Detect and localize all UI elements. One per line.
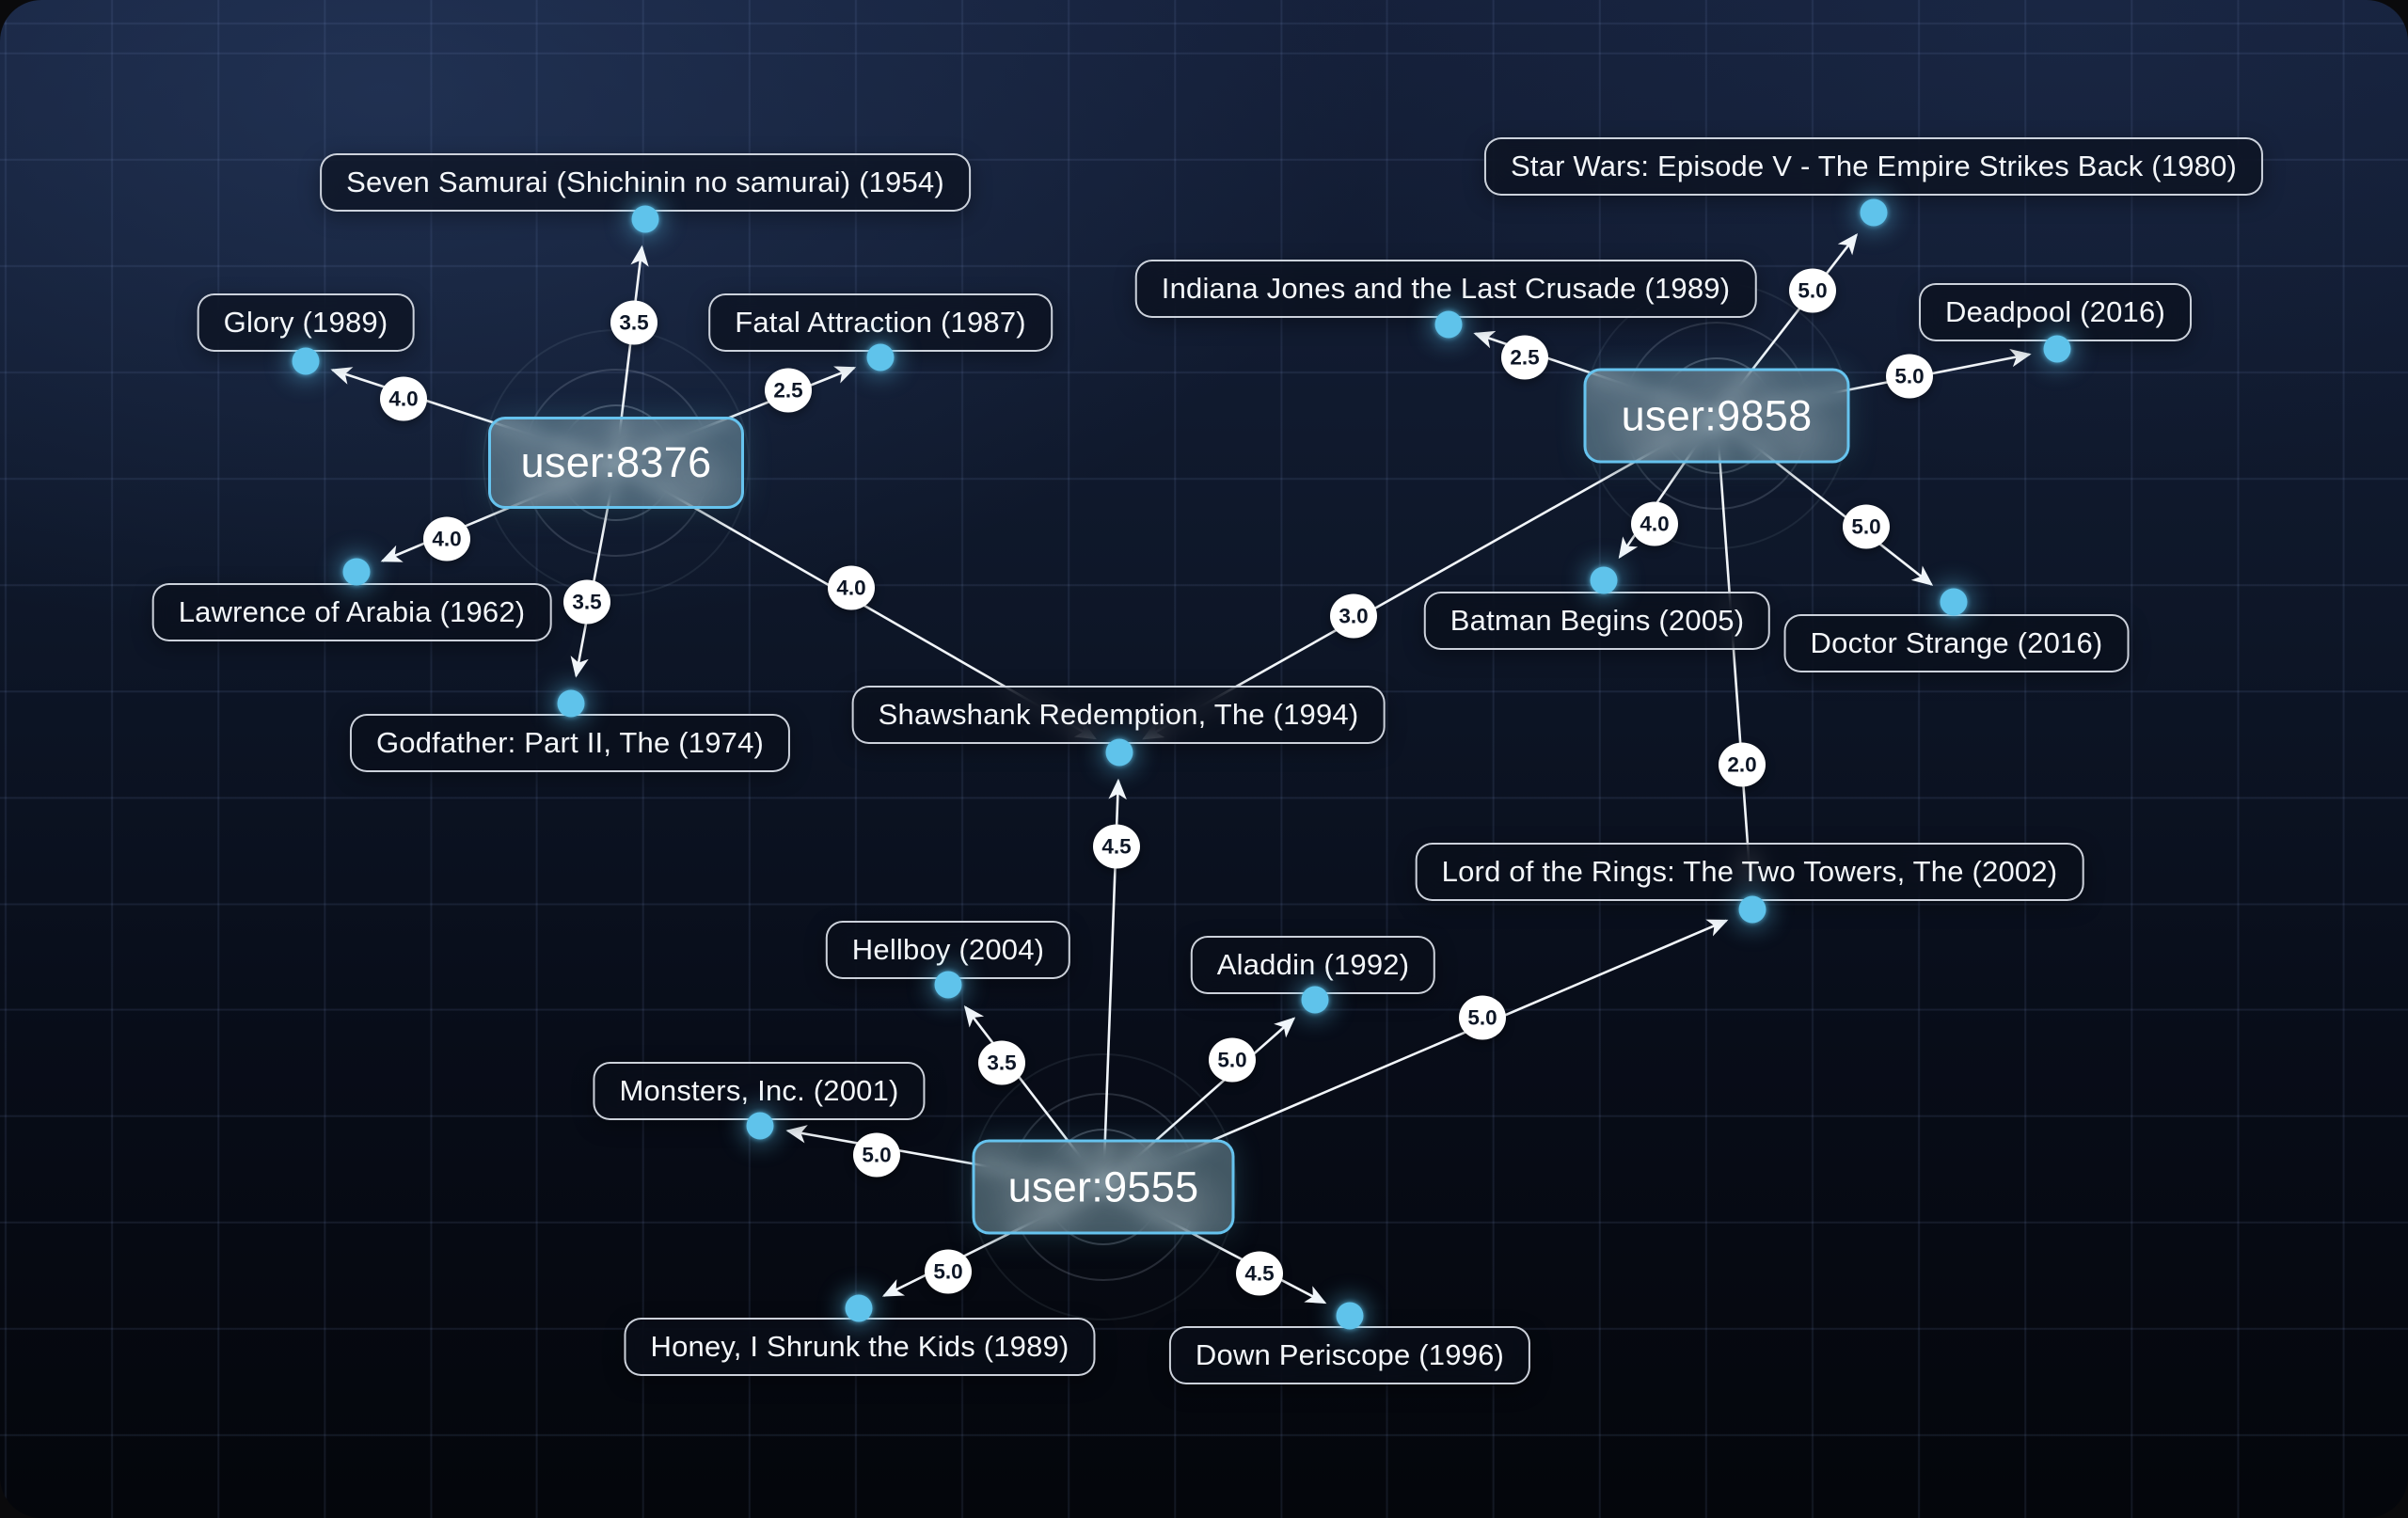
movie-node-lawrence-of-arabia[interactable] — [342, 558, 371, 586]
rated-edge-user-9858-shawshank-redemption — [1142, 414, 1718, 740]
movie-node-indiana-jones[interactable] — [1434, 310, 1463, 339]
rating-bubble-user-9858-doctor-strange[interactable]: 5.0 — [1843, 504, 1890, 549]
rating-bubble-user-9555-lotr-two-towers[interactable]: 5.0 — [1459, 995, 1506, 1040]
movie-node-down-periscope[interactable] — [1336, 1302, 1364, 1330]
movie-label-doctor-strange[interactable]: Doctor Strange (2016) — [1783, 614, 2130, 672]
user-node-user-8376[interactable]: user:8376 — [488, 417, 744, 509]
movie-label-shawshank-redemption[interactable]: Shawshank Redemption, The (1994) — [851, 686, 1386, 744]
movie-label-indiana-jones[interactable]: Indiana Jones and the Last Crusade (1989… — [1134, 260, 1757, 318]
rating-bubble-user-9555-shawshank-redemption[interactable]: 4.5 — [1093, 824, 1140, 869]
movie-label-down-periscope[interactable]: Down Periscope (1996) — [1168, 1326, 1531, 1384]
rating-bubble-user-9858-deadpool[interactable]: 5.0 — [1886, 354, 1933, 399]
user-node-label: user:9555 — [1007, 1162, 1199, 1210]
movie-node-doctor-strange[interactable] — [1940, 588, 1968, 616]
rating-bubble-user-8376-fatal-attraction[interactable]: 2.5 — [765, 368, 812, 413]
movie-node-hellboy[interactable] — [934, 971, 962, 999]
movie-label-hellboy[interactable]: Hellboy (2004) — [825, 921, 1071, 979]
rating-bubble-user-9555-monsters-inc[interactable]: 5.0 — [853, 1132, 900, 1178]
movie-node-aladdin[interactable] — [1301, 986, 1329, 1014]
rating-bubble-user-9555-honey-i-shrunk[interactable]: 5.0 — [925, 1249, 972, 1294]
movie-node-seven-samurai[interactable] — [631, 205, 659, 233]
movie-node-batman-begins[interactable] — [1590, 566, 1618, 594]
movie-node-star-wars-episode-v[interactable] — [1860, 198, 1888, 227]
rating-bubble-user-9555-hellboy[interactable]: 3.5 — [978, 1040, 1025, 1085]
rating-bubble-user-8376-seven-samurai[interactable]: 3.5 — [610, 300, 657, 345]
movie-node-monsters-inc[interactable] — [746, 1112, 774, 1140]
movie-label-lotr-two-towers[interactable]: Lord of the Rings: The Two Towers, The (… — [1415, 843, 2084, 901]
movie-label-lawrence-of-arabia[interactable]: Lawrence of Arabia (1962) — [151, 583, 552, 641]
movie-label-fatal-attraction[interactable]: Fatal Attraction (1987) — [708, 293, 1053, 352]
movie-label-star-wars-episode-v[interactable]: Star Wars: Episode V - The Empire Strike… — [1483, 137, 2264, 196]
rating-bubble-user-8376-glory[interactable]: 4.0 — [380, 376, 427, 421]
rating-bubble-user-9858-shawshank-redemption[interactable]: 3.0 — [1330, 593, 1377, 639]
movie-label-batman-begins[interactable]: Batman Begins (2005) — [1423, 592, 1771, 650]
movie-label-glory[interactable]: Glory (1989) — [197, 293, 415, 352]
movie-node-shawshank-redemption[interactable] — [1105, 738, 1133, 767]
rating-bubble-user-9555-aladdin[interactable]: 5.0 — [1209, 1037, 1256, 1083]
user-node-label: user:8376 — [520, 438, 712, 486]
user-node-user-9858[interactable]: user:9858 — [1583, 368, 1850, 464]
movie-label-aladdin[interactable]: Aladdin (1992) — [1190, 936, 1436, 994]
movie-node-glory[interactable] — [292, 347, 320, 375]
movie-label-deadpool[interactable]: Deadpool (2016) — [1919, 283, 2192, 341]
movie-node-honey-i-shrunk[interactable] — [845, 1294, 873, 1322]
movie-node-lotr-two-towers[interactable] — [1738, 895, 1766, 924]
rating-bubble-user-9858-star-wars-episode-v[interactable]: 5.0 — [1789, 268, 1836, 313]
rating-bubble-user-9858-batman-begins[interactable]: 4.0 — [1631, 501, 1678, 546]
movie-label-godfather-part-ii[interactable]: Godfather: Part II, The (1974) — [349, 714, 791, 772]
movie-node-deadpool[interactable] — [2043, 335, 2071, 363]
movie-label-seven-samurai[interactable]: Seven Samurai (Shichinin no samurai) (19… — [320, 153, 971, 212]
user-node-user-9555[interactable]: user:9555 — [972, 1139, 1235, 1235]
rating-bubble-user-8376-godfather-part-ii[interactable]: 3.5 — [563, 579, 610, 625]
movie-label-honey-i-shrunk[interactable]: Honey, I Shrunk the Kids (1989) — [624, 1318, 1096, 1376]
rating-bubble-user-9858-indiana-jones[interactable]: 2.5 — [1501, 335, 1548, 380]
user-node-label: user:9858 — [1621, 391, 1813, 439]
movie-node-fatal-attraction[interactable] — [866, 343, 895, 372]
rating-bubble-user-8376-lawrence-of-arabia[interactable]: 4.0 — [423, 516, 470, 561]
rating-bubble-user-9858-lotr-two-towers[interactable]: 2.0 — [1719, 742, 1766, 787]
rating-bubble-user-9555-down-periscope[interactable]: 4.5 — [1236, 1251, 1283, 1296]
rating-bubble-user-8376-shawshank-redemption[interactable]: 4.0 — [828, 565, 875, 610]
movie-node-godfather-part-ii[interactable] — [557, 689, 585, 718]
